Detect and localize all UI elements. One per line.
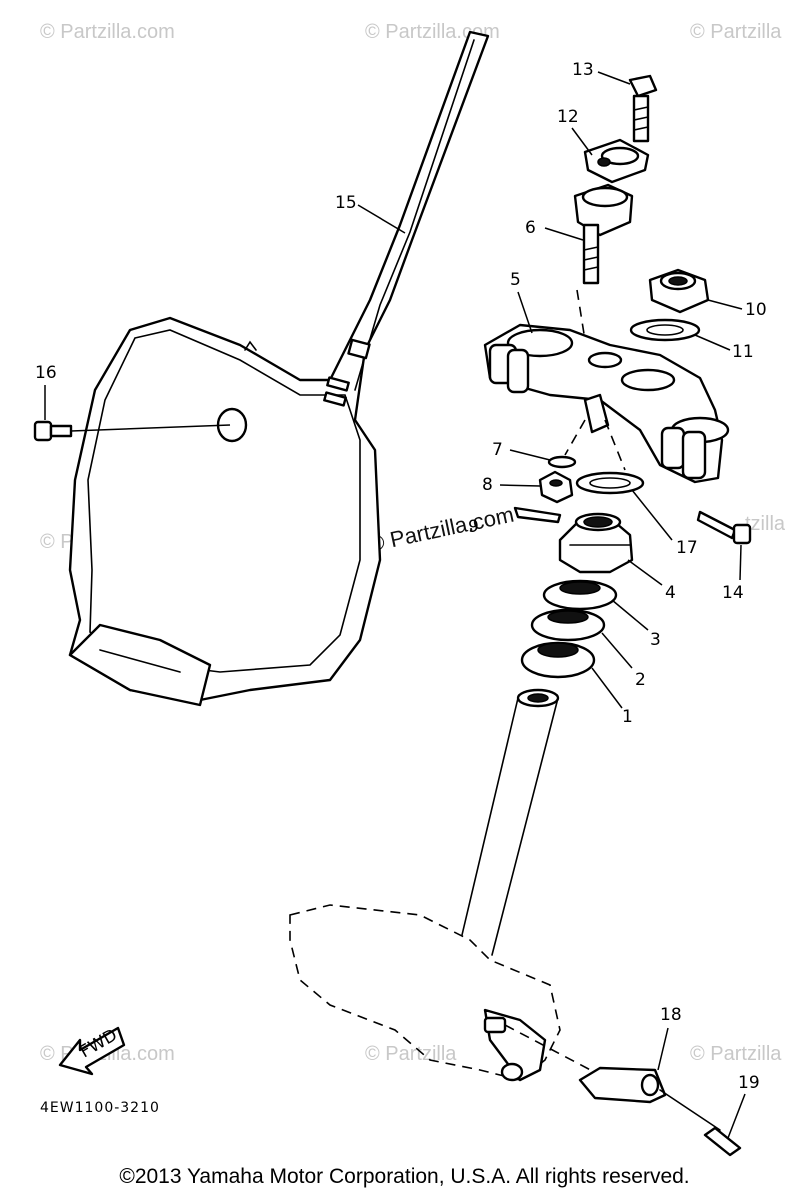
upper-bracket [483, 323, 730, 484]
handlebar-holder [573, 183, 634, 341]
washer-17 [575, 471, 645, 495]
ring-nut [558, 512, 634, 574]
bolt-19 [659, 1089, 742, 1157]
bolt-16 [33, 420, 231, 442]
callout-15: 15 [335, 193, 406, 234]
callout-label: 14 [722, 583, 744, 603]
callout-label: 8 [482, 475, 493, 495]
callout-1: 1 [591, 667, 633, 727]
watermark: tzilla [745, 513, 786, 535]
callout-14: 14 [722, 544, 744, 603]
callout-label: 4 [665, 583, 676, 603]
number-plate [68, 30, 490, 707]
watermark: © Partzilla.com [365, 21, 500, 43]
bolt-14 [696, 510, 752, 545]
callout-label: 1 [622, 707, 633, 727]
callout-5: 5 [510, 270, 533, 334]
watermark: © Partzilla [365, 1043, 457, 1065]
callout-label: 18 [660, 1005, 682, 1025]
callout-11: 11 [694, 334, 754, 362]
steering-nut [648, 268, 710, 314]
callout-label: 13 [572, 60, 594, 80]
seal-1 [520, 641, 596, 679]
callout-label: 10 [745, 300, 767, 320]
callout-6: 6 [525, 218, 584, 241]
bearing-2 [530, 608, 606, 642]
cable-clamp [578, 1066, 667, 1104]
callout-19: 19 [727, 1073, 760, 1139]
callout-16: 16 [35, 363, 57, 420]
washer-11 [629, 318, 701, 342]
callout-10: 10 [707, 299, 767, 320]
callout-4: 4 [627, 559, 676, 603]
callout-label: 17 [676, 538, 698, 558]
callout-12: 12 [557, 107, 593, 156]
callout-9: 9 [468, 517, 479, 537]
watermark: © Partzilla [690, 1043, 782, 1065]
bolt-13 [628, 74, 658, 143]
copyright-notice: ©2013 Yamaha Motor Corporation, U.S.A. A… [119, 1165, 690, 1188]
callout-7: 7 [492, 440, 551, 461]
callout-label: 3 [650, 630, 661, 650]
callout-label: 16 [35, 363, 57, 383]
callout-2: 2 [601, 632, 646, 690]
washer-7 [547, 455, 577, 469]
callout-13: 13 [572, 60, 631, 85]
lock-washer-9 [513, 506, 562, 524]
callout-label: 9 [468, 517, 479, 537]
callout-label: 12 [557, 107, 579, 127]
drawing-code: 4EW1100-3210 [40, 1100, 160, 1116]
callout-18: 18 [657, 1005, 682, 1071]
callout-8: 8 [482, 475, 541, 495]
steering-stem [289, 688, 601, 1082]
center-watermark: © Partzilla.com [366, 502, 516, 557]
callout-17: 17 [631, 489, 698, 558]
watermark: © Partzilla [690, 21, 782, 43]
bearing-race-3 [542, 579, 618, 611]
callout-3: 3 [611, 599, 661, 650]
callout-label: 2 [635, 670, 646, 690]
watermark: © Partzilla.com [40, 21, 175, 43]
callout-label: 11 [732, 342, 754, 362]
callout-label: 19 [738, 1073, 760, 1093]
callout-label: 6 [525, 218, 536, 238]
callout-label: 7 [492, 440, 503, 460]
callout-label: 15 [335, 193, 357, 213]
callout-label: 5 [510, 270, 521, 290]
handlebar-clamp [583, 138, 650, 184]
nut-8 [538, 470, 574, 504]
